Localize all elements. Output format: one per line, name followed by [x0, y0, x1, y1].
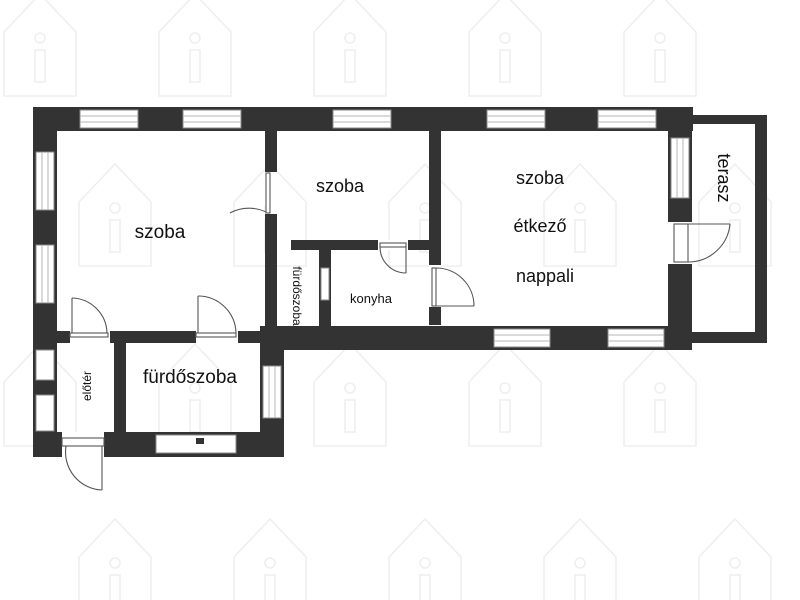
room-label-szoba-middle: szoba: [316, 176, 365, 196]
window: [262, 365, 282, 419]
house-info-icon: [233, 518, 307, 600]
door: [61, 437, 105, 447]
house-info-icon: [78, 518, 152, 600]
wall-lower-divider: [114, 343, 126, 433]
house-info-icon: [388, 518, 462, 600]
window: [493, 328, 551, 348]
room-label-konyha: konyha: [350, 291, 393, 306]
house-info-icon: [313, 0, 387, 97]
house-info-icon: [543, 518, 617, 600]
door: [265, 172, 271, 214]
window: [670, 137, 690, 199]
window: [35, 151, 55, 211]
room-labels: szoba szoba szoba étkező nappali konyha …: [80, 153, 734, 401]
room-label-furdoszoba-large: fürdőszoba: [143, 367, 237, 388]
house-info-icon: [623, 343, 697, 447]
window: [182, 109, 242, 129]
house-info-icon: [158, 343, 232, 447]
window: [35, 394, 55, 432]
house-info-icon: [388, 163, 462, 267]
house-info-icon: [313, 343, 387, 447]
door: [379, 242, 407, 248]
window: [35, 244, 55, 304]
room-label-szoba-left: szoba: [135, 222, 186, 243]
house-info-icon: [623, 0, 697, 97]
house-info-icon: [468, 343, 542, 447]
windows: [35, 109, 690, 454]
room-label-terasz: terasz: [714, 153, 734, 202]
wall-terrace-right: [755, 115, 767, 343]
door: [195, 332, 237, 338]
doors: [61, 172, 731, 491]
wall-vertical-left: [265, 107, 277, 350]
window: [332, 109, 392, 129]
wall-terrace-top: [685, 115, 767, 124]
house-info-icon: [78, 163, 152, 267]
house-info-icon: [468, 0, 542, 97]
window: [597, 109, 657, 129]
window: [486, 109, 546, 129]
house-info-icon: [158, 0, 232, 97]
window: [320, 267, 330, 301]
walls: [33, 107, 767, 457]
room-label-etkezo: étkező: [513, 216, 566, 236]
room-label-szoba-right: szoba: [516, 168, 565, 188]
wall-under-szoba: [277, 240, 429, 250]
room-label-furdoszoba-small: fürdőszoba: [290, 266, 304, 326]
window: [607, 328, 665, 348]
window: [35, 349, 55, 381]
room-label-nappali: nappali: [516, 266, 574, 286]
wall-terrace-bottom: [685, 332, 767, 343]
door: [69, 332, 109, 338]
window: [79, 109, 139, 129]
room-label-eloter: előtér: [80, 371, 94, 401]
door: [431, 267, 437, 307]
house-info-icon: [3, 0, 77, 97]
door: [673, 223, 689, 263]
house-info-icon: [698, 518, 772, 600]
